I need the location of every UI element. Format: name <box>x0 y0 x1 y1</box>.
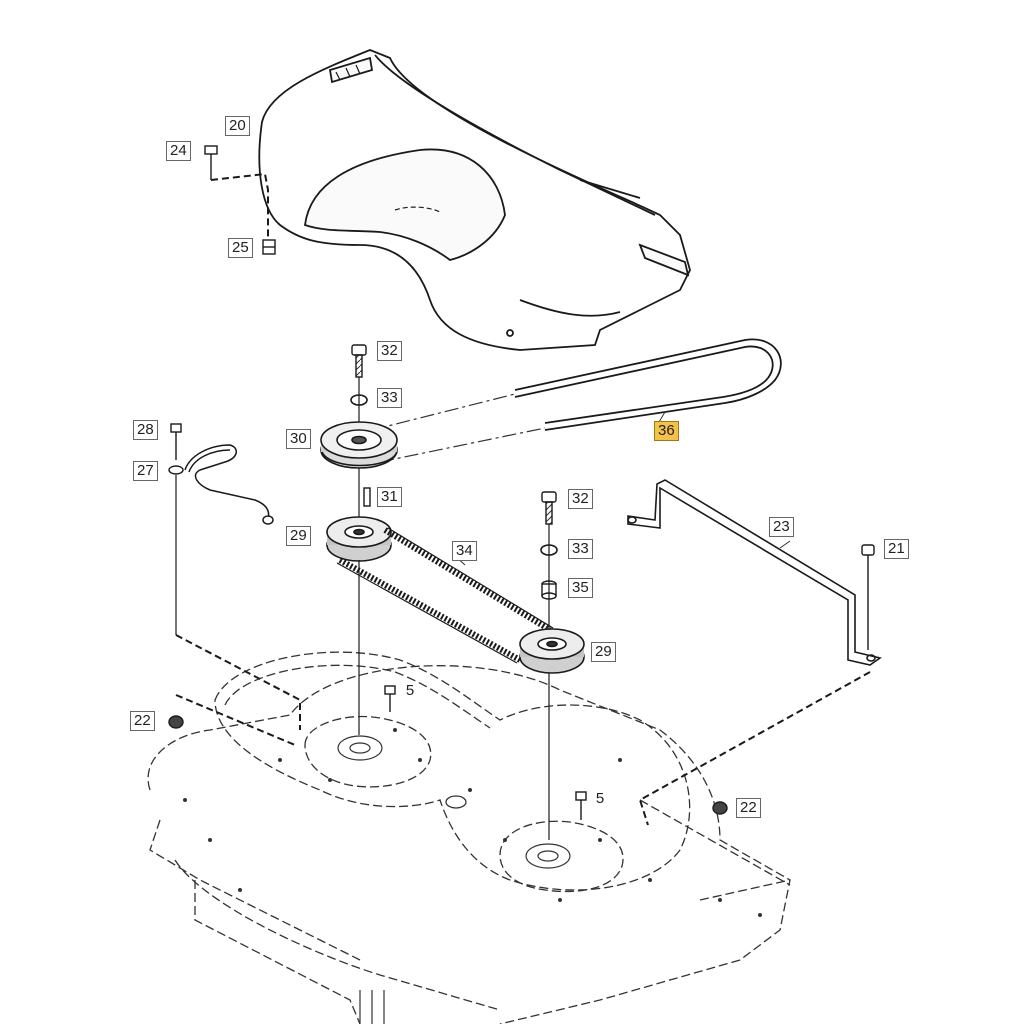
callout-5-right[interactable]: 5 <box>595 790 605 807</box>
leader-24 <box>210 172 269 240</box>
callout-21[interactable]: 21 <box>884 539 909 559</box>
v-belt <box>514 338 782 431</box>
callout-31[interactable]: 31 <box>377 487 402 507</box>
deck-center-hub <box>445 795 467 809</box>
callout-32-upper[interactable]: 32 <box>377 341 402 361</box>
nut-22-left <box>168 715 184 729</box>
bolt-24 <box>204 145 218 180</box>
bolt-5-right <box>575 791 587 820</box>
callout-22-right[interactable]: 22 <box>736 798 761 818</box>
callout-23[interactable]: 23 <box>769 517 794 537</box>
bolt-28 <box>170 423 182 460</box>
callout-33-upper[interactable]: 33 <box>377 388 402 408</box>
bracket-23 <box>627 479 882 666</box>
callout-32-right[interactable]: 32 <box>568 489 593 509</box>
wire-guard <box>184 444 274 525</box>
callout-20[interactable]: 20 <box>225 116 250 136</box>
callout-29-right[interactable]: 29 <box>591 642 616 662</box>
leader-36 <box>658 411 666 423</box>
bolt-32-left <box>351 344 367 378</box>
callout-35[interactable]: 35 <box>568 578 593 598</box>
nut-25 <box>262 239 276 255</box>
belt-cover <box>258 49 691 351</box>
pulley-30 <box>320 421 398 469</box>
leader-23 <box>779 540 791 549</box>
bolt-21 <box>861 544 875 650</box>
leader-28-dashed <box>175 634 301 730</box>
callout-22-left[interactable]: 22 <box>130 711 155 731</box>
nut-22-right <box>712 801 728 815</box>
leader-21-dashed <box>638 671 871 826</box>
callout-36-highlighted[interactable]: 36 <box>654 421 679 441</box>
leader-22-left <box>175 694 296 746</box>
callout-30[interactable]: 30 <box>286 429 311 449</box>
callout-27[interactable]: 27 <box>133 461 158 481</box>
callout-5-left[interactable]: 5 <box>405 682 415 699</box>
callout-28[interactable]: 28 <box>133 420 158 440</box>
key-31 <box>363 487 371 507</box>
pulley-29-left <box>326 516 392 562</box>
deck-spindle-right <box>525 843 571 869</box>
callout-33-right[interactable]: 33 <box>568 539 593 559</box>
washer-27 <box>168 465 184 475</box>
callout-34[interactable]: 34 <box>452 541 477 561</box>
pulley-29-right <box>519 628 585 674</box>
bolt-32-right <box>541 491 557 525</box>
mower-deck <box>147 651 791 1025</box>
bolt-5-left <box>384 685 396 712</box>
timing-belt <box>336 527 554 664</box>
callout-25[interactable]: 25 <box>228 238 253 258</box>
callout-24[interactable]: 24 <box>166 141 191 161</box>
deck-spindle-left <box>337 735 383 761</box>
callout-29-left[interactable]: 29 <box>286 526 311 546</box>
belt-dashdot-lines <box>371 393 546 463</box>
deck-holes <box>183 728 762 917</box>
deck-frame-lines <box>359 990 385 1024</box>
